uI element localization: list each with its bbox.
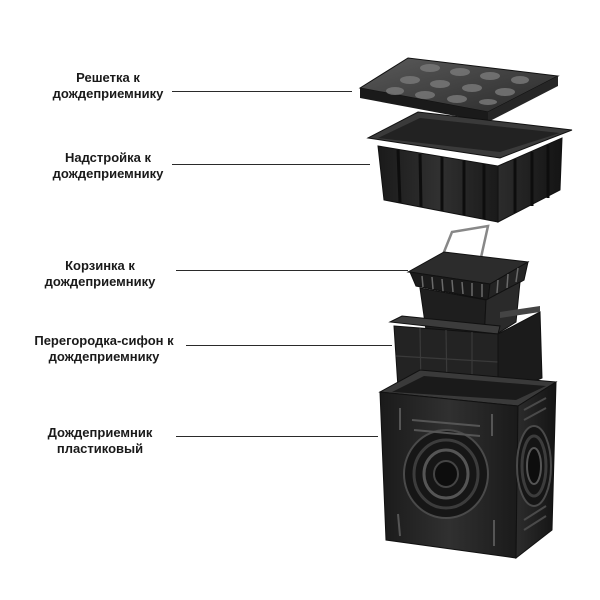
grate-part (360, 58, 558, 122)
body-part (380, 370, 556, 558)
front-outlet (404, 430, 488, 518)
side-outlet (517, 426, 551, 506)
extension-part (368, 112, 572, 222)
